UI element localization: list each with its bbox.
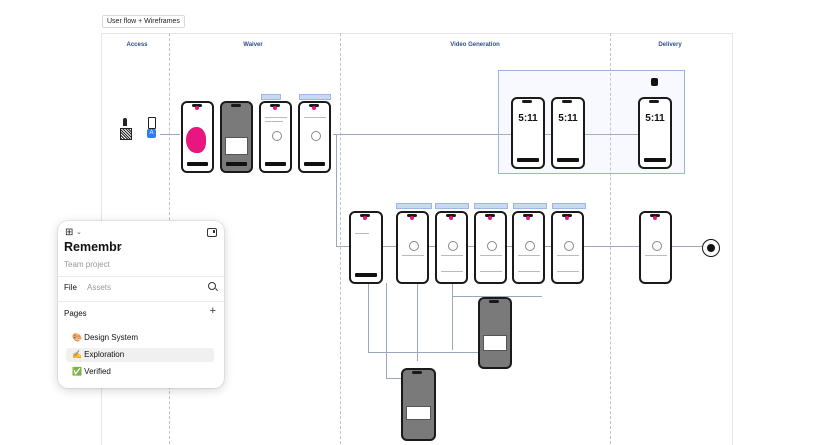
flow-connector bbox=[452, 296, 542, 297]
figma-logo-icon[interactable]: ⊞ bbox=[65, 227, 74, 238]
annotation-tag bbox=[435, 203, 469, 209]
wireframe-phone[interactable] bbox=[512, 211, 545, 284]
download-icon bbox=[651, 78, 658, 86]
annotation-tag bbox=[261, 94, 281, 100]
sidebar-toggle-icon[interactable] bbox=[207, 228, 217, 237]
wireframe-phone[interactable] bbox=[551, 211, 584, 284]
timer-text: 5:11 bbox=[518, 113, 538, 124]
qr-code-icon bbox=[120, 128, 132, 140]
annotation-tag bbox=[513, 203, 547, 209]
person-icon bbox=[123, 118, 127, 126]
wireframe-phone[interactable] bbox=[478, 297, 512, 369]
wireframe-phone[interactable] bbox=[435, 211, 468, 284]
flow-connector bbox=[336, 246, 349, 247]
flow-connector bbox=[417, 283, 418, 361]
timer-text: 5:11 bbox=[645, 113, 665, 124]
tab-file[interactable]: File bbox=[64, 283, 77, 292]
tab-assets[interactable]: Assets bbox=[87, 283, 112, 292]
flow-connector bbox=[452, 283, 453, 350]
flow-connector bbox=[336, 134, 337, 246]
chevron-down-icon[interactable]: ⌄ bbox=[116, 243, 123, 252]
column-title-waiver: Waiver bbox=[243, 42, 263, 48]
wireframe-phone[interactable] bbox=[220, 101, 253, 173]
end-node-icon bbox=[702, 239, 720, 257]
divider bbox=[58, 301, 224, 302]
app-store-icon: A bbox=[147, 129, 156, 138]
divider bbox=[58, 276, 224, 277]
wireframe-phone[interactable] bbox=[349, 211, 383, 284]
layers-panel: ⊞ ⌄ Remembr ⌄ Team project File Assets P… bbox=[58, 221, 224, 388]
timer-phone[interactable]: 5:11 bbox=[638, 97, 672, 169]
flow-connector bbox=[386, 378, 401, 379]
column-title-delivery: Delivery bbox=[658, 42, 682, 48]
annotation-tag bbox=[396, 203, 432, 209]
column-title-access: Access bbox=[126, 42, 148, 48]
flow-connector bbox=[368, 352, 478, 353]
wireframe-phone[interactable] bbox=[474, 211, 507, 284]
phone-icon bbox=[148, 117, 156, 129]
plus-icon[interactable]: + bbox=[209, 305, 216, 317]
page-item-exploration[interactable]: ✍️ Exploration bbox=[66, 348, 214, 362]
flow-connector bbox=[545, 134, 639, 135]
wireframe-phone[interactable] bbox=[298, 101, 331, 173]
annotation-tag bbox=[552, 203, 586, 209]
column-divider bbox=[340, 33, 341, 444]
page-item-design-system[interactable]: 🎨 Design System bbox=[72, 333, 138, 342]
chevron-down-icon[interactable]: ⌄ bbox=[76, 229, 82, 236]
team-label: Team project bbox=[64, 260, 110, 269]
wireframe-phone[interactable] bbox=[639, 211, 672, 284]
flow-connector bbox=[386, 283, 387, 379]
timer-phone[interactable]: 5:11 bbox=[511, 97, 545, 169]
wireframe-phone[interactable] bbox=[259, 101, 292, 173]
search-icon[interactable] bbox=[208, 282, 216, 290]
annotation-tag bbox=[299, 94, 331, 100]
timer-phone[interactable]: 5:11 bbox=[551, 97, 585, 169]
page-item-verified[interactable]: ✅ Verified bbox=[72, 367, 111, 376]
wireframe-phone[interactable] bbox=[396, 211, 429, 284]
flow-connector bbox=[160, 134, 180, 135]
wireframe-phone[interactable] bbox=[181, 101, 214, 173]
frame-label[interactable]: User flow + Wireframes bbox=[102, 15, 185, 28]
flow-connector bbox=[672, 246, 702, 247]
column-divider bbox=[610, 33, 611, 444]
project-title[interactable]: Remembr bbox=[64, 240, 122, 254]
column-title-video-generation: Video Generation bbox=[450, 42, 500, 48]
wireframe-phone[interactable] bbox=[401, 368, 436, 441]
timer-text: 5:11 bbox=[558, 113, 578, 124]
flow-connector bbox=[368, 283, 369, 353]
pages-heading: Pages bbox=[64, 309, 87, 318]
annotation-tag bbox=[474, 203, 508, 209]
flow-connector bbox=[333, 134, 511, 135]
